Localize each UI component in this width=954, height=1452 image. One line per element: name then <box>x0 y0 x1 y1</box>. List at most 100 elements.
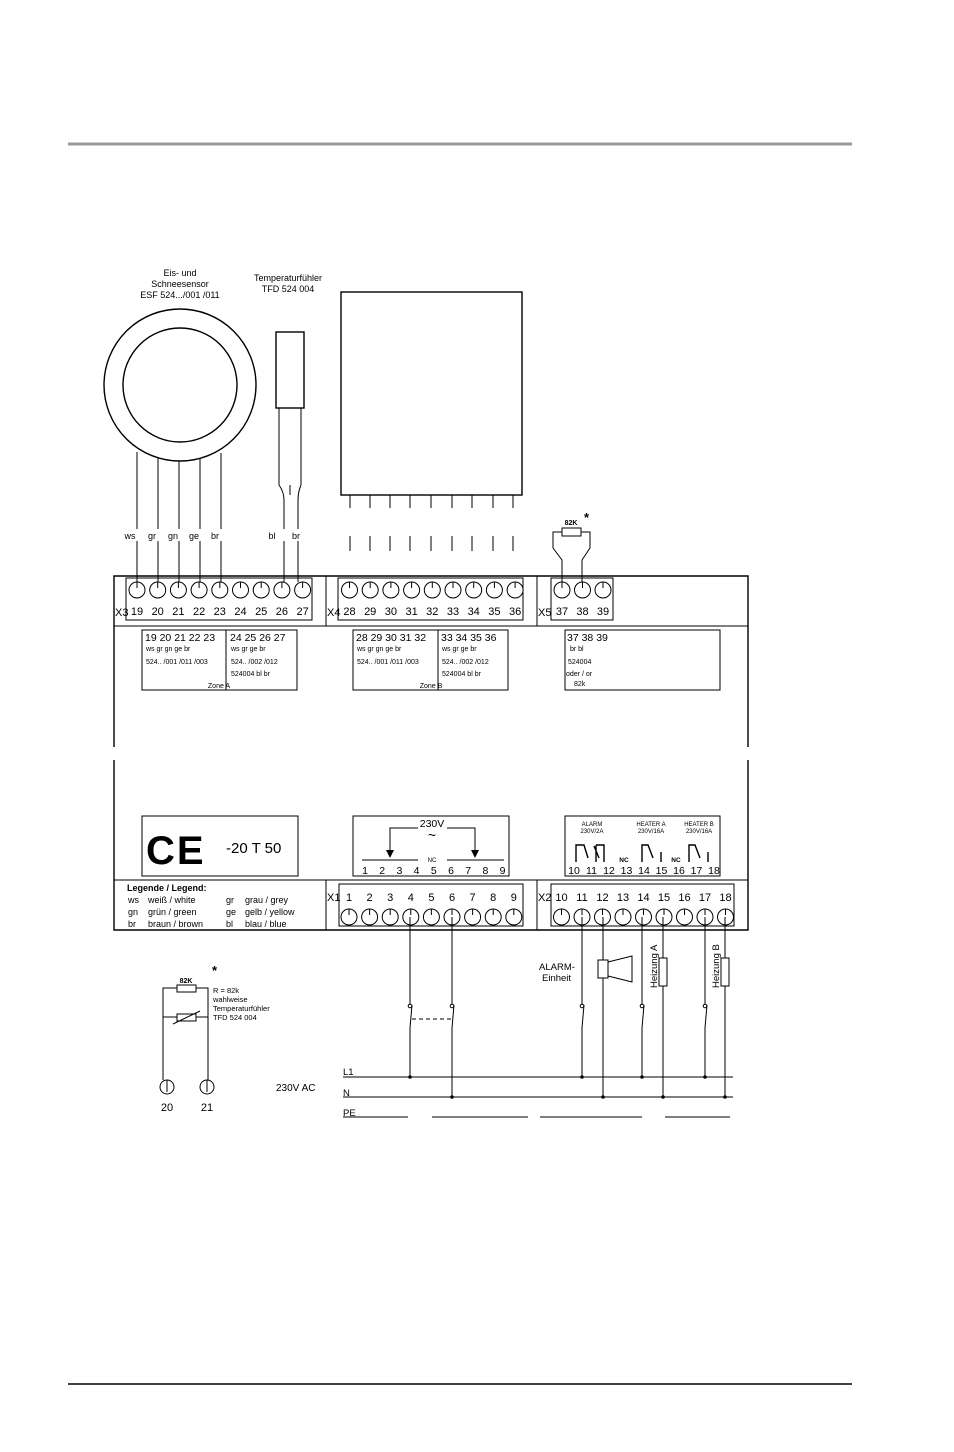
heizung-b-label: Heizung B <box>711 944 722 988</box>
option-line-1: R = 82k <box>213 986 239 995</box>
top-resistor-mark: * <box>584 510 590 525</box>
box-number-12: 12 <box>603 865 615 877</box>
wire-label-ge: ge <box>189 531 199 541</box>
color-legend: Legende / Legend: ws weiß / white gr gra… <box>127 883 295 929</box>
terminal-label-26: 26 <box>276 606 288 618</box>
wire-label-ws: ws <box>124 531 136 541</box>
zone-a-caption: Zone A <box>208 683 231 690</box>
zone-a-types-right: 524.. /002 /012 <box>231 659 278 666</box>
wire-label-gn: gn <box>168 531 178 541</box>
box-number-1: 1 <box>362 865 368 877</box>
legend-code-ge: ge <box>226 907 236 917</box>
terminal-label-19: 19 <box>131 606 143 618</box>
temp-sensor-title-2: TFD 524 004 <box>262 284 315 294</box>
zone-a-nums-left: 19 20 21 22 23 <box>145 632 215 644</box>
option-line-2: wahlweise <box>212 995 248 1004</box>
optional-module <box>340 291 523 551</box>
ice-snow-sensor: Eis- und Schneesensor ESF 524.../001 /01… <box>103 268 257 582</box>
legend-text-gr: grau / grey <box>245 895 289 905</box>
legend-code-gr: gr <box>226 895 234 905</box>
terminal-label-25: 25 <box>255 606 267 618</box>
sensor-inner-ring <box>122 327 238 443</box>
wire-label-br: br <box>211 531 219 541</box>
zone-a-extra: 524004 bl br <box>231 671 271 678</box>
terminal-label-16: 16 <box>678 892 690 904</box>
relay-nc-2: NC <box>671 857 681 864</box>
module-housing <box>340 291 523 496</box>
supply-nc: NC <box>428 858 437 864</box>
legend-title: Legende / Legend: <box>127 883 207 893</box>
x5-terminal-block <box>550 577 614 621</box>
line-n: N <box>343 1088 350 1099</box>
zone-a-legend: 19 20 21 22 23 ws gr gn ge br 524.. /001… <box>141 629 298 691</box>
box-number-3: 3 <box>396 865 402 877</box>
option-line-4: TFD 524 004 <box>213 1013 257 1022</box>
terminal-label-36: 36 <box>509 606 521 618</box>
supply-label: 230V AC <box>276 1083 315 1094</box>
terminal-label-27: 27 <box>296 606 308 618</box>
sensor-title-2: Schneesensor <box>151 279 209 289</box>
legend-text-ws: weiß / white <box>147 895 196 905</box>
terminal-label-30: 30 <box>385 606 397 618</box>
terminal-label-12: 12 <box>596 892 608 904</box>
option-note: 82K * 20 21 R = 82k wahlweise Temperatur… <box>159 963 270 1114</box>
relay-box: ALARM 230V/2A HEATER A 230V/16A HEATER B… <box>564 815 721 877</box>
option-resistor-label: 82K <box>180 978 193 985</box>
option-resistor-symbol <box>176 984 197 993</box>
legend-text-br: braun / brown <box>148 919 203 929</box>
box-number-16: 16 <box>673 865 685 877</box>
box-number-15: 15 <box>656 865 668 877</box>
zone-b-colors-right: ws gr ge br <box>441 646 477 653</box>
sensor-title-1: Eis- und <box>163 268 196 278</box>
x1-label: X1 <box>327 892 340 904</box>
x3-terminal-block <box>125 577 313 621</box>
terminal-label-8: 8 <box>490 892 496 904</box>
sensor-outer-ring <box>103 308 257 462</box>
temp-probe-head <box>275 331 305 409</box>
legend-text-gn: grün / green <box>148 907 197 917</box>
relay-heater-a-rating: 230V/16A <box>638 829 664 835</box>
line-pe: PE <box>343 1108 356 1119</box>
terminal-label-4: 4 <box>408 892 414 904</box>
terminal-label-24: 24 <box>234 606 246 618</box>
terminal-label-18: 18 <box>719 892 731 904</box>
terminal-label-28: 28 <box>343 606 355 618</box>
terminal-label-21: 21 <box>172 606 184 618</box>
zone-b-types-left: 524.. /001 /011 /003 <box>357 659 419 666</box>
temperature-sensor: Temperaturfühler TFD 524 004 bl br <box>254 273 322 582</box>
relay-alarm-title: ALARM <box>582 822 603 828</box>
alarm-unit-symbol <box>597 959 609 979</box>
terminal-label-39: 39 <box>597 606 609 618</box>
option-line-3: Temperaturfühler <box>213 1004 270 1013</box>
box-number-11: 11 <box>586 865 597 877</box>
box-number-5: 5 <box>431 865 437 877</box>
ce-rating: -20 T 50 <box>226 840 281 857</box>
terminal-label-6: 6 <box>449 892 455 904</box>
external-wiring: L1 N PE 230V AC ALARM- Einheit <box>276 917 733 1119</box>
terminal-label-34: 34 <box>468 606 480 618</box>
zone-a-nums-right: 24 25 26 27 <box>230 632 286 644</box>
terminal-label-10: 10 <box>555 892 567 904</box>
option-terminal-20-label: 20 <box>161 1102 173 1114</box>
top-resistor: 82K * <box>552 510 591 582</box>
x3-label: X3 <box>115 607 128 619</box>
box-number-4: 4 <box>414 865 420 877</box>
x5-label: X5 <box>538 607 551 619</box>
x1-terminal-block <box>338 883 524 927</box>
terminal-label-20: 20 <box>152 606 164 618</box>
zone-a-colors-left: ws gr gn ge br <box>145 646 191 653</box>
terminal-label-35: 35 <box>488 606 500 618</box>
heater-a-symbol <box>658 957 668 987</box>
relay-heater-b-title: HEATER B <box>684 822 714 828</box>
terminal-label-3: 3 <box>387 892 393 904</box>
zone-b-legend: 28 29 30 31 32 ws gr gn ge br 524.. /001… <box>352 629 509 691</box>
top-resistor-label: 82K <box>565 520 578 527</box>
terminal-label-29: 29 <box>364 606 376 618</box>
legend-text-ge: gelb / yellow <box>245 907 295 917</box>
x5-legend: 37 38 39 br bl 524004 oder / or 82k <box>564 629 721 691</box>
